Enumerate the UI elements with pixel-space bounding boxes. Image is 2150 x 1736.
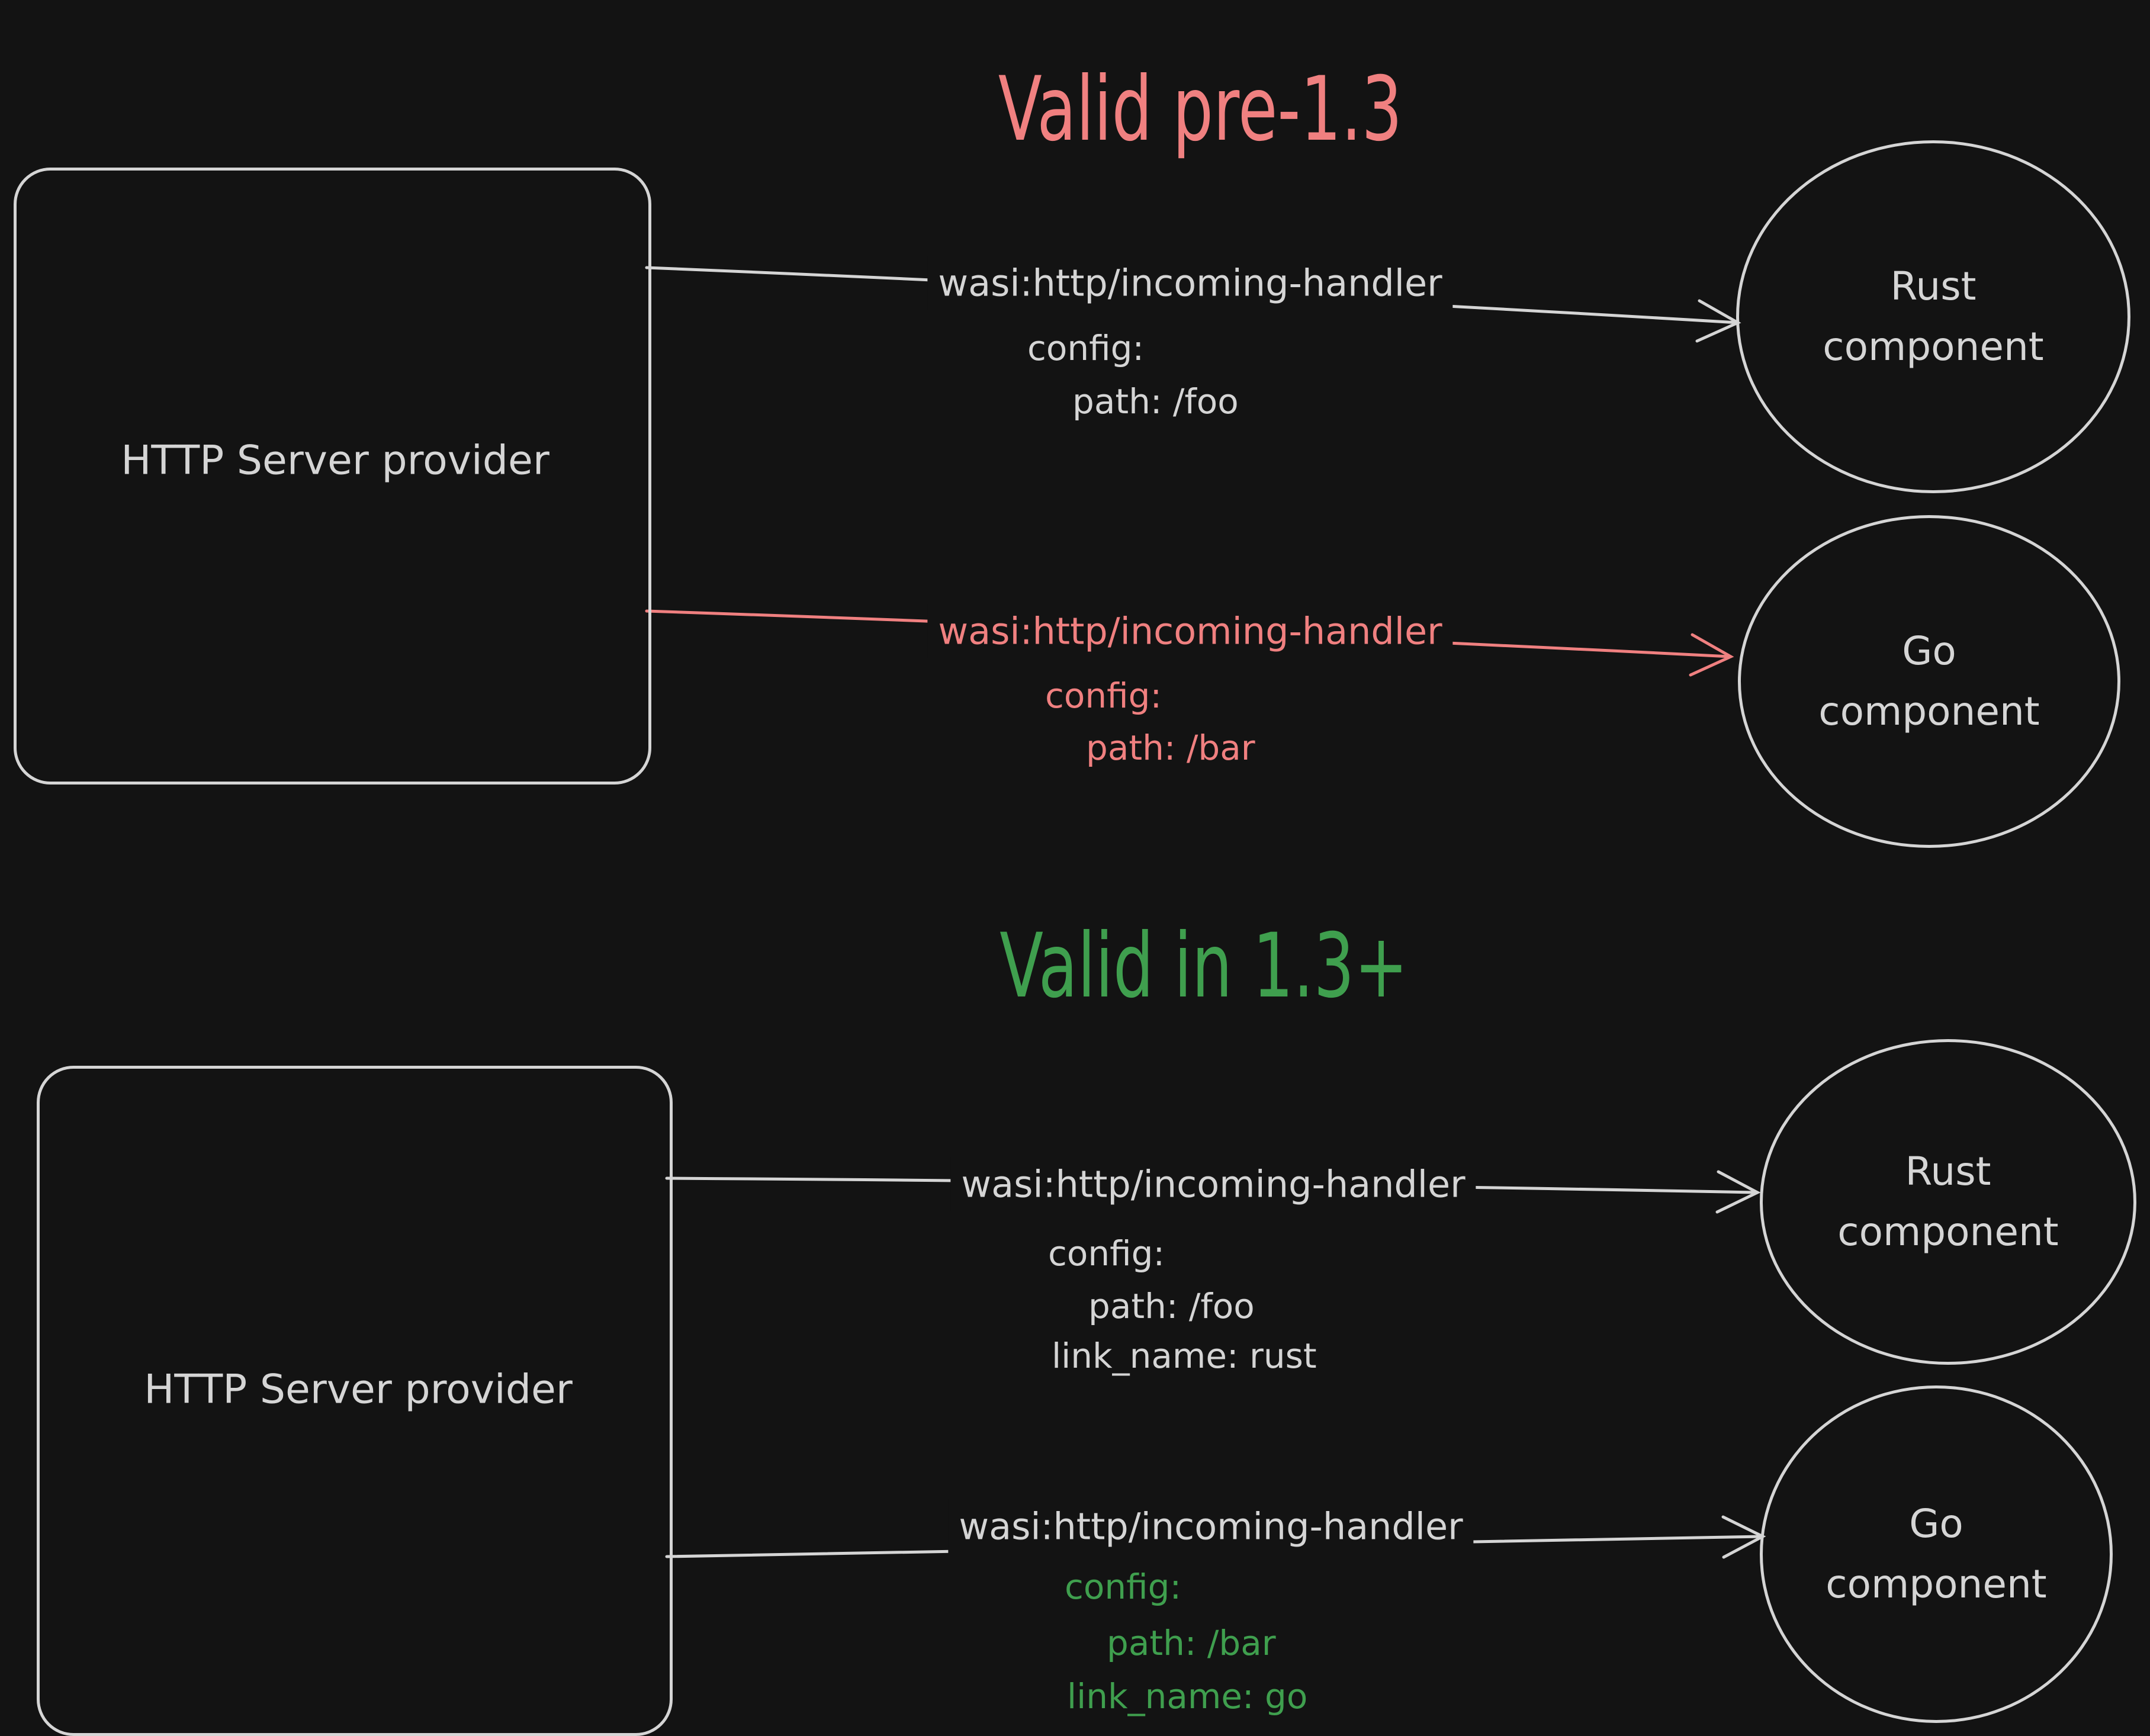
go-component-name: Go [1909,1500,1963,1547]
section-title-pre13: Valid pre-1.3 [920,58,1481,161]
section-title-13plus-text: Valid in 1.3+ [1000,915,1408,1018]
config-linkname-13plus-go: link_name: go [1067,1676,1308,1716]
rust-component-name: Rust [1905,1148,1991,1194]
interface-label-pre13-rust: wasi:http/incoming-handler [927,255,1453,311]
interface-label-13plus-go: wasi:http/incoming-handler [948,1499,1474,1554]
rust-component-suffix: component [1823,324,2044,369]
go-component-node-pre13: Go component [1738,515,2120,848]
config-path-13plus-rust: path: /foo [1088,1286,1255,1326]
rust-component-name: Rust [1890,263,1977,309]
interface-label-13plus-rust: wasi:http/incoming-handler [950,1156,1476,1212]
config-key-13plus-rust: config: [1048,1233,1165,1274]
config-key-13plus-go: config: [1065,1567,1182,1607]
go-component-suffix: component [1818,689,2040,734]
config-key-pre13-go: config: [1045,676,1162,716]
config-path-pre13-go: path: /bar [1086,728,1255,768]
provider-label-pre13: HTTP Server provider [121,437,549,484]
provider-box-pre13 [14,168,651,785]
go-component-suffix: component [1826,1561,2047,1607]
interface-label-pre13-go: wasi:http/incoming-handler [927,603,1453,659]
rust-component-suffix: component [1837,1209,2059,1255]
config-path-pre13-rust: path: /foo [1072,381,1239,422]
config-linkname-13plus-rust: link_name: rust [1052,1336,1317,1376]
section-title-13plus: Valid in 1.3+ [920,915,1487,1018]
rust-component-node-pre13: Rust component [1736,140,2130,493]
go-component-node-13plus: Go component [1760,1385,2113,1723]
config-path-13plus-go: path: /bar [1107,1623,1276,1663]
go-component-name: Go [1902,628,1956,674]
provider-box-13plus [37,1066,673,1736]
provider-label-13plus: HTTP Server provider [144,1366,573,1413]
config-key-pre13-rust: config: [1027,328,1145,368]
rust-component-node-13plus: Rust component [1760,1039,2136,1365]
section-title-pre13-text: Valid pre-1.3 [998,58,1403,161]
